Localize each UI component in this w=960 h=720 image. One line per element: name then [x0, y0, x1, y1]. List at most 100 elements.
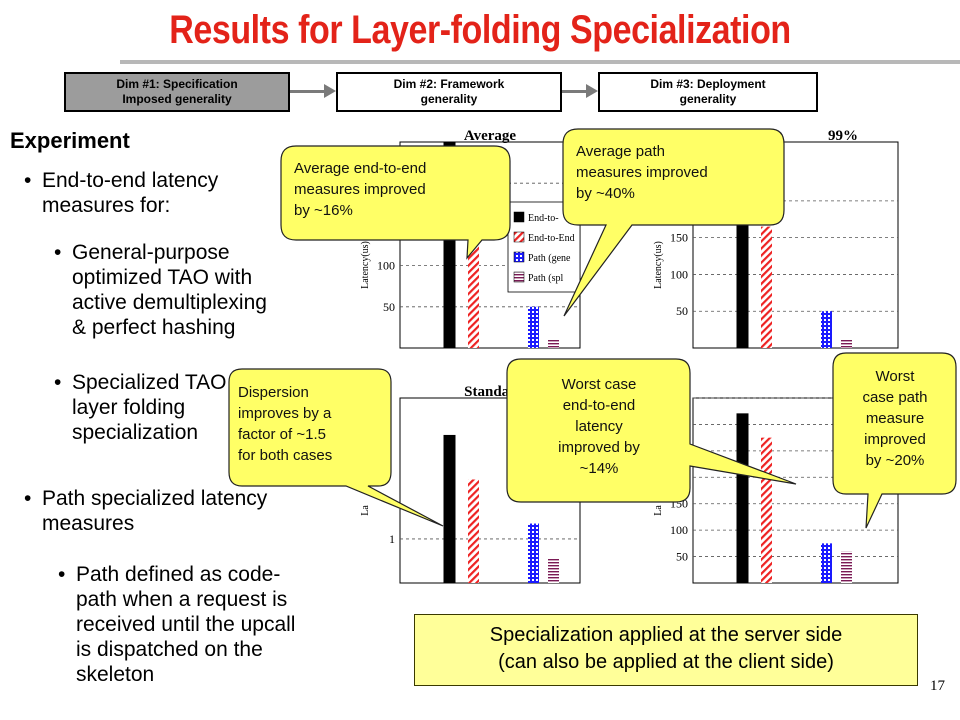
callout-average-e2e: Average end-to-end measures improved by … [280, 145, 520, 270]
callout-line: case path [862, 389, 928, 406]
callout-shape [506, 358, 797, 503]
callout-line: improved [864, 431, 926, 448]
bar-generic-e2e [443, 434, 456, 584]
bullet-specialized: • Specialized TAO with layer folding spe… [54, 371, 270, 444]
dim-3-line1: Dim #3: Deployment [650, 77, 766, 91]
bar-path-generic [821, 543, 832, 583]
bar-path-generic [528, 523, 539, 583]
bar-specialized-e2e [761, 226, 772, 348]
y-tick-label: 100 [377, 259, 395, 273]
bullet-general-purpose: • General-purpose optimized TAO with act… [54, 241, 267, 339]
bullet-line: Path specialized latency [42, 487, 268, 510]
legend-swatch [513, 251, 525, 263]
y-tick-label: 100 [670, 523, 688, 537]
legend-swatch [513, 271, 525, 283]
bullet-line: specialization [72, 421, 199, 444]
bullet-line: received until the upcall [76, 613, 296, 636]
bar-path-specialized [841, 551, 852, 583]
bar-specialized-e2e [761, 437, 772, 583]
experiment-heading: Experiment [10, 128, 130, 153]
callout-line: for both cases [238, 447, 333, 464]
callout-worst-e2e: Worst case end-to-end latency improved b… [506, 358, 806, 508]
y-tick-label: 50 [676, 550, 688, 564]
callout-line: measures improved [294, 181, 426, 198]
callout-line: by ~40% [576, 185, 635, 202]
dim-arrowhead-2 [586, 84, 598, 98]
dim-1-line1: Dim #1: Specification [116, 77, 238, 91]
callout-line: improved by [558, 439, 640, 456]
callout-line: by ~20% [865, 452, 925, 469]
chart-title: 99% [828, 130, 858, 144]
y-axis-label: La [360, 505, 371, 516]
dim-3-box: Dim #3: Deployment generality [598, 72, 818, 112]
callout-worst-path: Worst case path measure improved by ~20% [832, 352, 958, 532]
dim-3-line2: generality [679, 92, 737, 106]
callout-shape [832, 352, 957, 529]
callout-line: ~14% [579, 460, 619, 477]
bullet-path-defined: • Path defined as code- path when a requ… [58, 563, 296, 686]
bar-generic-e2e [736, 413, 749, 584]
callout-line: end-to-end [562, 397, 636, 414]
callout-line: Dispersion [238, 384, 309, 401]
bullet-line: path when a request is [76, 588, 288, 611]
bullet-line: Path defined as code- [76, 563, 281, 586]
summary-line-2: (can also be applied at the client side) [498, 651, 834, 673]
y-tick-label: 1 [389, 532, 395, 546]
chart-title: Average [464, 130, 517, 144]
legend-label: End-to-End [528, 233, 575, 244]
dim-1-box: Dim #1: Specification Imposed generality [64, 72, 290, 112]
legend-label: Path (spl [528, 273, 564, 284]
title-rule [120, 60, 960, 64]
bullet-line: measures [42, 512, 135, 535]
legend-label: Path (gene [528, 253, 571, 264]
callout-line: measure [865, 410, 925, 427]
bar-specialized-e2e [468, 479, 479, 583]
callout-shape [562, 128, 785, 317]
y-tick-label: 150 [670, 231, 688, 245]
bar-generic-e2e [443, 141, 456, 349]
bar-path-generic [528, 306, 539, 348]
bullet-line: Specialized TAO with [72, 371, 270, 394]
bullet-line: optimized TAO with [72, 266, 253, 289]
callout-shape [280, 145, 511, 260]
y-tick-label: 100 [670, 267, 688, 281]
bullet-line: skeleton [76, 663, 155, 686]
slide-title: Results for Layer-folding Specialization [169, 8, 791, 52]
callout-line: Average path [576, 143, 665, 160]
summary-line-1: Specialization applied at the server sid… [489, 624, 843, 646]
y-axis-label: La [653, 505, 664, 516]
y-tick-label: 50 [383, 300, 395, 314]
bullet-line: layer folding [72, 396, 186, 419]
callout-line: improves by a [238, 405, 332, 422]
dim-2-line1: Dim #2: Framework [393, 77, 505, 91]
dim-2-line2: generality [420, 92, 478, 106]
page-number: 17 [930, 678, 945, 694]
chart-title: Standar [464, 384, 516, 400]
callout-line: latency [575, 418, 623, 435]
legend-swatch [513, 211, 525, 223]
dim-arrow-2 [562, 90, 588, 93]
legend-label: End-to- [528, 213, 559, 224]
bullet-line: active demultiplexing [72, 291, 267, 314]
bar-specialized-e2e [468, 224, 479, 348]
callout-line: measures improved [576, 164, 708, 181]
bar-path-specialized [548, 558, 559, 583]
bullet-line: General-purpose [72, 241, 230, 264]
bar-path-generic [821, 311, 832, 348]
bullet-line: measures for: [42, 194, 171, 217]
dim-arrowhead-1 [324, 84, 336, 98]
bullet-end-to-end: • End-to-end latency measures for: [24, 169, 219, 217]
summary-box: Specialization applied at the server sid… [414, 614, 918, 686]
legend-swatch [513, 231, 525, 243]
bullet-line: & perfect hashing [72, 316, 236, 339]
callout-line: factor of ~1.5 [238, 426, 326, 443]
callout-average-path: Average path measures improved by ~40% [562, 128, 792, 328]
bar-path-specialized [841, 339, 852, 348]
bullet-line: is dispatched on the [76, 638, 263, 661]
callout-line: Worst case [561, 376, 637, 393]
dim-arrow-1 [290, 90, 326, 93]
y-tick-label: 50 [676, 304, 688, 318]
callout-line: by ~16% [294, 202, 353, 219]
y-axis-label: Latency(us) [360, 241, 371, 289]
dim-1-line2: Imposed generality [122, 92, 232, 106]
